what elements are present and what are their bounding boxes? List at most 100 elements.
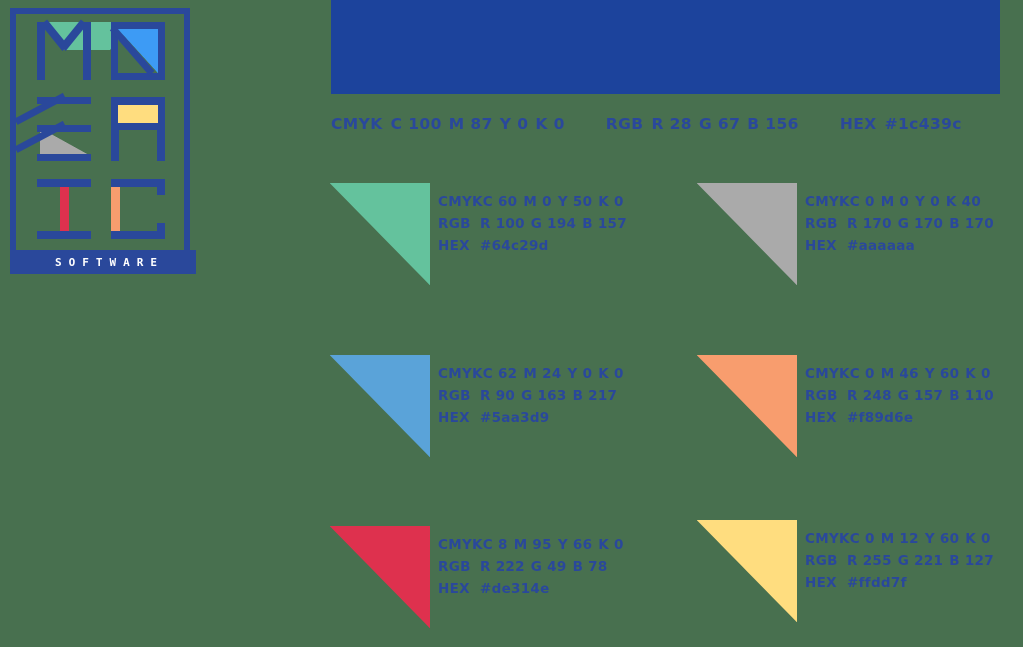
yellow-rgb-r: R 255 (847, 553, 892, 569)
hex-label: HEX (438, 238, 470, 254)
gray-cmyk-y: Y 0 (915, 194, 940, 210)
primary-rgb-g: G 67 (699, 115, 741, 133)
primary-cmyk-y: Y 0 (499, 115, 529, 133)
blue-cmyk-m: M 24 (523, 366, 562, 382)
gray-triangle-swatch (697, 183, 797, 285)
rgb-label: RGB (805, 216, 838, 232)
yellow-cmyk-m: M 12 (880, 531, 919, 547)
logo-tagline-text: SOFTWARE (55, 255, 164, 269)
blue-cmyk-y: Y 0 (567, 366, 593, 382)
red-rgb-r: R 222 (480, 559, 525, 575)
blue-hex-row: HEX #5aa3d9 (438, 407, 630, 429)
yellow-hex-value: #ffdd7f (847, 575, 907, 591)
letter-c-bar-bottom (111, 231, 165, 239)
rgb-label: RGB (438, 216, 471, 232)
primary-hex-value: #1c439c (884, 115, 962, 133)
rgb-label: RGB (605, 115, 644, 133)
logo-letter-s (14, 92, 91, 161)
red-rgb-g: G 49 (530, 559, 567, 575)
letter-o-square-outline (111, 22, 165, 80)
green-triangle-swatch (330, 183, 430, 285)
hex-label: HEX (839, 115, 877, 133)
logo-letter-i (37, 179, 91, 239)
primary-cmyk-k: K 0 (535, 115, 565, 133)
letter-m-stem-right (83, 22, 91, 80)
letter-c-nub-top (157, 179, 165, 195)
blue-hex-value: #5aa3d9 (480, 410, 550, 426)
cmyk-label: CMYK (805, 531, 850, 547)
green-cmyk-c: C 60 (482, 194, 518, 210)
primary-hex-group: HEX #1c439c (840, 115, 969, 133)
letter-i-bar-top (37, 179, 91, 187)
hex-label: HEX (438, 410, 470, 426)
letter-c-nub-bottom (157, 223, 165, 239)
rgb-label: RGB (438, 559, 471, 575)
orange-hex-value: #f89d6e (847, 410, 914, 426)
gray-cmyk-m: M 0 (880, 194, 910, 210)
rgb-label: RGB (805, 388, 838, 404)
orange-rgb-b: B 110 (949, 388, 994, 404)
letter-s-bar-middle (37, 125, 91, 132)
blue-rgb-r: R 90 (480, 388, 516, 404)
orange-cmyk-c: C 0 (849, 366, 875, 382)
letter-s-bar-bottom (37, 154, 91, 161)
orange-cmyk-k: K 0 (965, 366, 991, 382)
logo-letter-c (111, 179, 165, 239)
green-rgb-g: G 194 (530, 216, 577, 232)
blue-cmyk-k: K 0 (598, 366, 624, 382)
green-rgb-r: R 100 (480, 216, 525, 232)
letter-s-bar-top (37, 97, 91, 104)
hex-label: HEX (805, 575, 837, 591)
cmyk-label: CMYK (331, 115, 383, 133)
blue-rgb-g: G 163 (521, 388, 567, 404)
yellow-rgb-g: G 221 (897, 553, 944, 569)
yellow-rgb-row: RGB R 255 G 221 B 127 (805, 550, 1000, 572)
orange-triangle-swatch (697, 355, 797, 457)
primary-cmyk-c: C 100 (390, 115, 442, 133)
cmyk-label: CMYK (438, 366, 483, 382)
cmyk-label: CMYK (805, 366, 850, 382)
blue-rgb-b: B 217 (572, 388, 618, 404)
red-triangle-swatch (330, 526, 430, 628)
red-cmyk-y: Y 66 (557, 537, 593, 553)
red-cmyk-m: M 95 (513, 537, 552, 553)
red-rgb-b: B 78 (572, 559, 608, 575)
red-cmyk-c: C 8 (482, 537, 508, 553)
cmyk-label: CMYK (438, 194, 483, 210)
blue-cmyk-c: C 62 (482, 366, 518, 382)
gray-rgb-r: R 170 (847, 216, 892, 232)
red-rgb-row: RGB R 222 G 49 B 78 (438, 556, 630, 578)
orange-cmyk-m: M 46 (880, 366, 919, 382)
yellow-rgb-b: B 127 (949, 553, 994, 569)
yellow-cmyk-y: Y 60 (924, 531, 960, 547)
gray-hex-row: HEX#aaaaaa (805, 235, 1000, 257)
blue-cmyk-row: CMYKC 62 M 24 Y 0 K 0 (438, 363, 630, 385)
logo-letter-m (37, 19, 133, 80)
red-hex-row: HEX#de314e (438, 578, 630, 600)
cmyk-label: CMYK (805, 194, 850, 210)
gray-rgb-g: G 170 (897, 216, 944, 232)
hex-label: HEX (805, 410, 837, 426)
orange-rgb-r: R 248 (847, 388, 892, 404)
green-cmyk-k: K 0 (598, 194, 624, 210)
yellow-cmyk-c: C 0 (849, 531, 875, 547)
hex-label: HEX (438, 581, 470, 597)
rgb-label: RGB (805, 553, 838, 569)
letter-i-bar-bottom (37, 231, 91, 239)
letter-i-red-bar (60, 179, 69, 239)
primary-rgb-b: B 156 (747, 115, 799, 133)
